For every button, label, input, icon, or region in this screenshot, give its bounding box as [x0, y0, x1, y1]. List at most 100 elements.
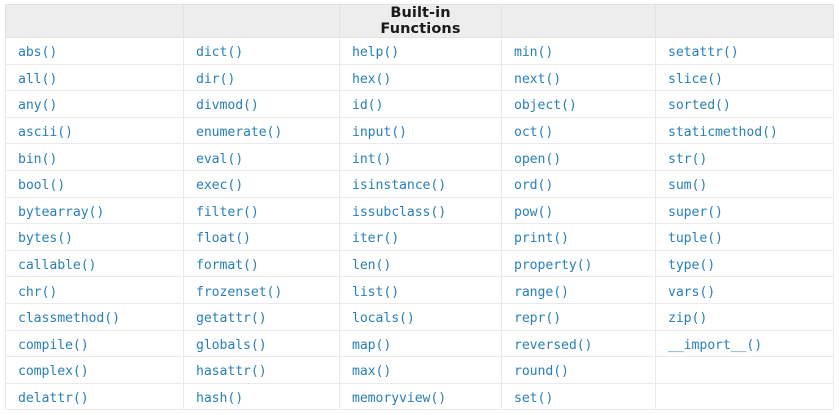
function-link[interactable]: open(): [514, 151, 562, 167]
function-link[interactable]: staticmethod(): [668, 125, 778, 141]
table-header-row: Built-in Functions: [5, 4, 834, 38]
function-link[interactable]: type(): [668, 258, 716, 274]
function-link[interactable]: object(): [514, 98, 577, 114]
function-link[interactable]: id(): [352, 98, 384, 114]
function-link[interactable]: len(): [352, 258, 392, 274]
table-cell-function: staticmethod(): [655, 116, 834, 145]
function-link[interactable]: tuple(): [668, 231, 723, 247]
table-cell-function: locals(): [339, 302, 502, 331]
function-link[interactable]: hash(): [196, 391, 244, 407]
function-link[interactable]: frozenset(): [196, 284, 283, 300]
function-link[interactable]: input(): [352, 125, 407, 141]
function-link[interactable]: int(): [352, 151, 392, 167]
function-link[interactable]: iter(): [352, 231, 400, 247]
function-link[interactable]: sorted(): [668, 98, 731, 114]
function-link[interactable]: ascii(): [18, 125, 73, 141]
function-link[interactable]: any(): [18, 98, 58, 114]
table-cell-function: max(): [339, 356, 502, 384]
function-link[interactable]: memoryview(): [352, 391, 447, 407]
table-cell-function: issubclass(): [339, 196, 502, 225]
table-cell-function: enumerate(): [183, 116, 340, 145]
function-link[interactable]: abs(): [18, 45, 58, 61]
function-link[interactable]: float(): [196, 231, 251, 247]
function-link[interactable]: round(): [514, 364, 569, 380]
table-cell-function: classmethod(): [5, 302, 184, 331]
table-cell-function: all(): [5, 63, 184, 92]
table-cell-function: id(): [339, 90, 502, 118]
table-cell-function: input(): [339, 116, 502, 145]
function-link[interactable]: dir(): [196, 71, 236, 87]
table-cell-function: ascii(): [5, 116, 184, 145]
table-header: Built-in Functions: [5, 4, 834, 38]
function-link[interactable]: pow(): [514, 204, 554, 220]
function-link[interactable]: bytearray(): [18, 204, 105, 220]
table-cell-function: float(): [183, 223, 340, 251]
function-link[interactable]: ord(): [514, 178, 554, 194]
table-title: Built-in Functions: [339, 4, 502, 38]
function-link[interactable]: compile(): [18, 337, 89, 353]
table-cell-empty: [655, 382, 834, 411]
function-link[interactable]: print(): [514, 231, 569, 247]
function-link[interactable]: setattr(): [668, 45, 739, 61]
function-link[interactable]: enumerate(): [196, 125, 283, 141]
table-cell-function: map(): [339, 329, 502, 358]
function-link[interactable]: classmethod(): [18, 311, 120, 327]
function-link[interactable]: bool(): [18, 178, 66, 194]
function-link[interactable]: locals(): [352, 311, 415, 327]
function-link[interactable]: map(): [352, 337, 392, 353]
function-link[interactable]: filter(): [196, 204, 259, 220]
table-cell-function: hash(): [183, 382, 340, 411]
table-cell-function: __import__(): [655, 329, 834, 358]
function-link[interactable]: range(): [514, 284, 569, 300]
function-link[interactable]: help(): [352, 45, 400, 61]
function-link[interactable]: property(): [514, 258, 593, 274]
function-link[interactable]: isinstance(): [352, 178, 447, 194]
table-cell-function: next(): [501, 63, 656, 92]
function-link[interactable]: format(): [196, 258, 259, 274]
function-link[interactable]: min(): [514, 45, 554, 61]
table-cell-function: pow(): [501, 196, 656, 225]
function-link[interactable]: delattr(): [18, 391, 89, 407]
function-link[interactable]: dict(): [196, 45, 244, 61]
function-link[interactable]: oct(): [514, 125, 554, 141]
function-link[interactable]: all(): [18, 71, 58, 87]
table-cell-function: print(): [501, 223, 656, 251]
function-link[interactable]: reversed(): [514, 337, 593, 353]
table-cell-function: reversed(): [501, 329, 656, 358]
table-cell-function: frozenset(): [183, 276, 340, 304]
function-link[interactable]: issubclass(): [352, 204, 447, 220]
table-cell-function: dir(): [183, 63, 340, 92]
function-link[interactable]: set(): [514, 391, 554, 407]
function-link[interactable]: callable(): [18, 258, 97, 274]
function-link[interactable]: vars(): [668, 284, 716, 300]
function-link[interactable]: hasattr(): [196, 364, 267, 380]
function-link[interactable]: max(): [352, 364, 392, 380]
function-link[interactable]: globals(): [196, 337, 267, 353]
table-cell-function: property(): [501, 249, 656, 278]
function-link[interactable]: bytes(): [18, 231, 73, 247]
function-link[interactable]: list(): [352, 284, 400, 300]
table-row: bin() eval() int() open() str(): [5, 143, 834, 171]
function-link[interactable]: str(): [668, 151, 708, 167]
function-link[interactable]: eval(): [196, 151, 244, 167]
table-cell-function: bool(): [5, 169, 184, 198]
table-row: compile() globals() map() reversed() __impor…: [5, 329, 834, 358]
function-link[interactable]: super(): [668, 204, 723, 220]
function-link[interactable]: hex(): [352, 71, 392, 87]
function-link[interactable]: repr(): [514, 311, 562, 327]
function-link[interactable]: bin(): [18, 151, 58, 167]
function-link[interactable]: divmod(): [196, 98, 259, 114]
function-link[interactable]: sum(): [668, 178, 708, 194]
function-link[interactable]: zip(): [668, 311, 708, 327]
function-link[interactable]: __import__(): [668, 337, 763, 353]
function-link[interactable]: next(): [514, 71, 562, 87]
table-header-cell-5: [655, 4, 834, 38]
table-cell-function: iter(): [339, 223, 502, 251]
function-link[interactable]: complex(): [18, 364, 89, 380]
table-row: callable() format() len() property() type(): [5, 249, 834, 278]
function-link[interactable]: exec(): [196, 178, 244, 194]
function-link[interactable]: slice(): [668, 71, 723, 87]
function-link[interactable]: getattr(): [196, 311, 267, 327]
function-link[interactable]: chr(): [18, 284, 58, 300]
